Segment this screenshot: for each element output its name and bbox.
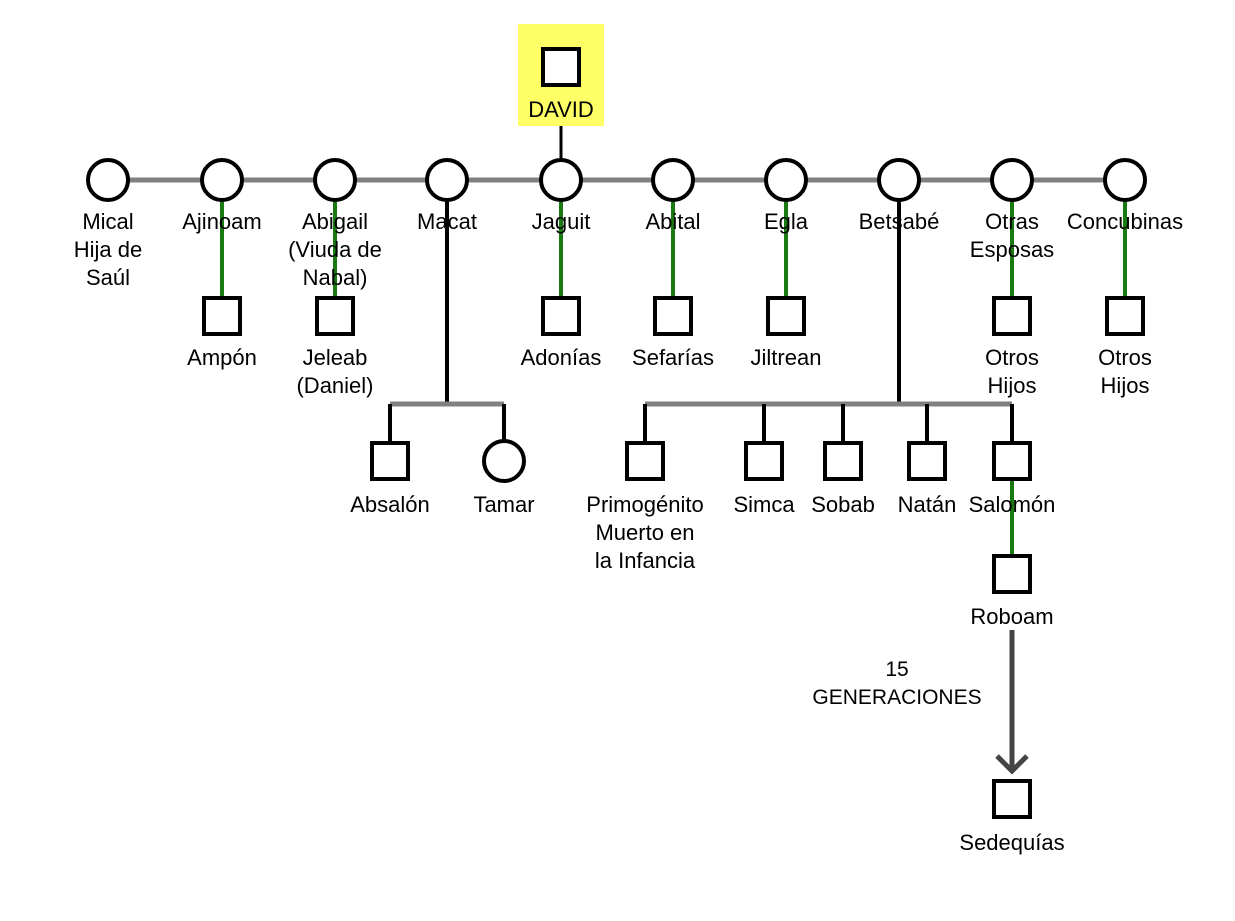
wife-name-mical-line: Hija de — [74, 237, 142, 262]
child-name-tamar: Tamar — [473, 492, 534, 517]
generations-note-line: GENERACIONES — [812, 686, 981, 709]
child-symbol-absalon — [370, 441, 410, 481]
child-name-absalon: Absalón — [350, 492, 430, 517]
wife-name-concubinas: Concubinas — [1067, 209, 1183, 234]
child-name-adonias-line: Adonías — [521, 345, 602, 370]
wife-symbol-egla — [764, 158, 808, 202]
wife-name-concubinas-line: Concubinas — [1067, 209, 1183, 234]
child-name-absalon-line: Absalón — [350, 492, 430, 517]
child-name-tamar-line: Tamar — [473, 492, 534, 517]
child-name-jiltrean: Jiltrean — [751, 345, 822, 370]
wife-name-betsabe: Betsabé — [859, 209, 940, 234]
child-name-primogenito-line: Primogénito — [586, 492, 703, 517]
wife-symbol-concubinas — [1103, 158, 1147, 202]
child-name-jeleab-line: (Daniel) — [296, 373, 373, 398]
child-name-primogenito-line: la Infancia — [595, 548, 696, 573]
descendant-name-sedequias-line: Sedequías — [959, 830, 1064, 855]
wife-name-abital-line: Abital — [645, 209, 700, 234]
wife-name-otras-esposas-line: Otras — [985, 209, 1039, 234]
descendant-symbol-roboam — [992, 554, 1032, 594]
child-name-simca-line: Simca — [733, 492, 795, 517]
wife-symbol-ajinoam — [200, 158, 244, 202]
wife-symbol-macat — [425, 158, 469, 202]
wife-name-mical-line: Mical — [82, 209, 133, 234]
child-name-natan-line: Natán — [898, 492, 957, 517]
wife-name-egla-line: Egla — [764, 209, 809, 234]
wife-name-ajinoam-line: Ajinoam — [182, 209, 261, 234]
wife-symbol-otras-esposas — [990, 158, 1034, 202]
wife-name-ajinoam: Ajinoam — [182, 209, 261, 234]
wife-name-macat-line: Macat — [417, 209, 477, 234]
child-name-jeleab: Jeleab (Daniel) — [296, 345, 373, 398]
wife-name-abigail-line: (Viuda de — [288, 237, 382, 262]
child-symbol-jiltrean — [766, 296, 806, 336]
wife-name-macat: Macat — [417, 209, 477, 234]
child-name-salomon: Salomón — [969, 492, 1056, 517]
child-symbol-salomon — [992, 441, 1032, 481]
child-name-otros-hijos-concubinas-line: Hijos — [1101, 373, 1150, 398]
wife-symbol-abigail — [313, 158, 357, 202]
child-name-simca: Simca — [733, 492, 795, 517]
root-symbol — [541, 47, 581, 87]
wife-name-otras-esposas-line: Esposas — [970, 237, 1054, 262]
generations-note-line: 15 — [885, 658, 908, 681]
child-name-ampon: Ampón — [187, 345, 257, 370]
child-symbol-simca — [744, 441, 784, 481]
wife-symbol-mical — [86, 158, 130, 202]
child-symbol-sobab — [823, 441, 863, 481]
child-symbol-jeleab — [315, 296, 355, 336]
root-name: DAVID — [528, 97, 594, 122]
child-name-jeleab-line: Jeleab — [303, 345, 368, 370]
wife-name-jaguit-line: Jaguit — [532, 209, 591, 234]
child-symbol-otros-hijos-concubinas — [1105, 296, 1145, 336]
wife-name-betsabe-line: Betsabé — [859, 209, 940, 234]
child-symbol-sefarias — [653, 296, 693, 336]
child-name-ampon-line: Ampón — [187, 345, 257, 370]
wife-name-abigail: Abigail (Viuda de Nabal) — [288, 209, 382, 290]
wife-symbol-abital — [651, 158, 695, 202]
child-name-otros-hijos-esposas-line: Hijos — [988, 373, 1037, 398]
generations-arrow-head — [995, 754, 1029, 775]
wife-symbol-betsabe — [877, 158, 921, 202]
child-name-sefarias-line: Sefarías — [632, 345, 714, 370]
child-name-primogenito-line: Muerto en — [595, 520, 694, 545]
child-name-jiltrean-line: Jiltrean — [751, 345, 822, 370]
wife-name-mical-line: Saúl — [86, 265, 130, 290]
child-symbol-primogenito — [625, 441, 665, 481]
child-symbol-tamar — [482, 439, 526, 483]
descendant-name-roboam-line: Roboam — [970, 604, 1053, 629]
child-name-salomon-line: Salomón — [969, 492, 1056, 517]
child-name-sobab: Sobab — [811, 492, 875, 517]
child-name-sobab-line: Sobab — [811, 492, 875, 517]
child-name-sefarias: Sefarías — [632, 345, 714, 370]
descendant-name-roboam: Roboam — [970, 604, 1053, 629]
wife-name-abigail-line: Nabal) — [303, 265, 368, 290]
child-symbol-adonias — [541, 296, 581, 336]
descendant-name-sedequias: Sedequías — [959, 830, 1064, 855]
wife-name-egla: Egla — [764, 209, 809, 234]
wife-name-jaguit: Jaguit — [532, 209, 591, 234]
child-symbol-ampon — [202, 296, 242, 336]
wife-symbol-jaguit — [539, 158, 583, 202]
wife-name-abital: Abital — [645, 209, 700, 234]
child-name-otros-hijos-concubinas-line: Otros — [1098, 345, 1152, 370]
child-name-adonias: Adonías — [521, 345, 602, 370]
descendant-symbol-sedequias — [992, 779, 1032, 819]
wife-name-abigail-line: Abigail — [302, 209, 368, 234]
child-name-otros-hijos-esposas-line: Otros — [985, 345, 1039, 370]
child-symbol-otros-hijos-esposas — [992, 296, 1032, 336]
child-symbol-natan — [907, 441, 947, 481]
child-name-natan: Natán — [898, 492, 957, 517]
